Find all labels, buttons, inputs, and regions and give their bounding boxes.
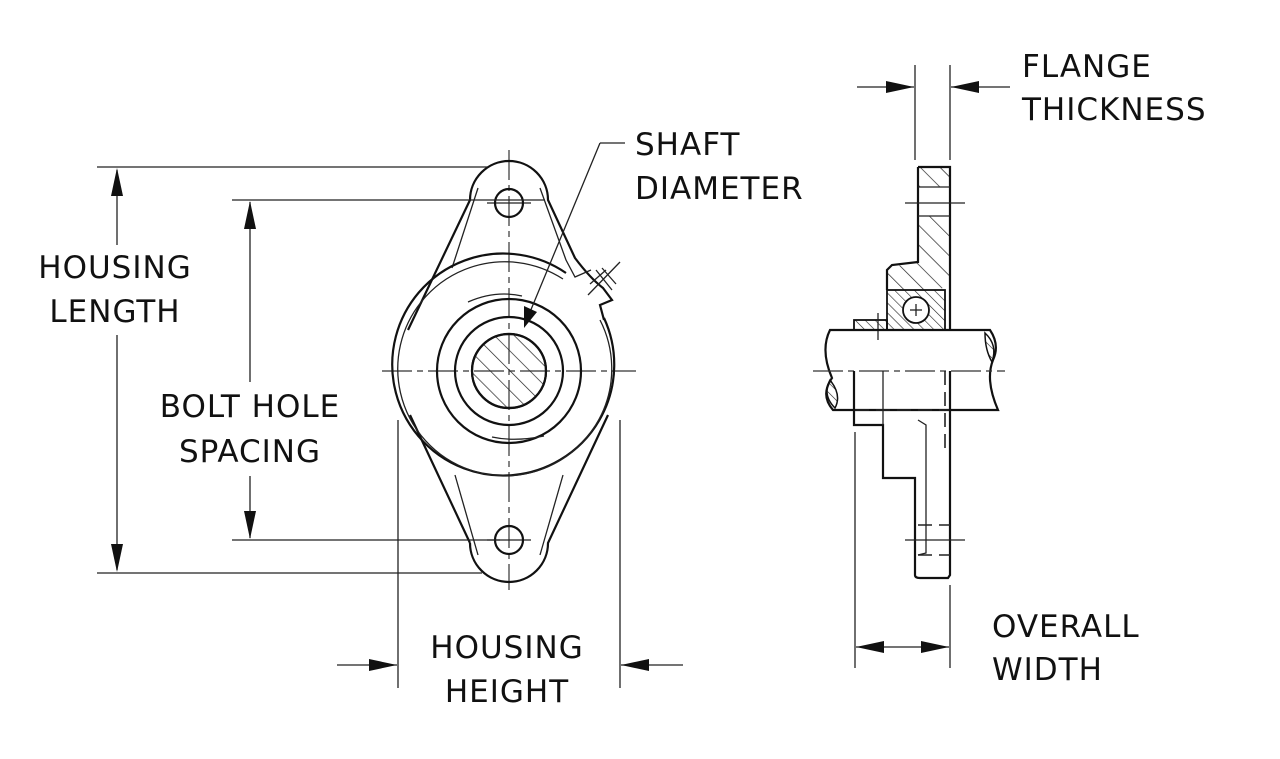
shaft-diameter-label-line1: SHAFT <box>635 127 740 163</box>
set-screw-icon <box>587 261 621 296</box>
housing-length-label-line2: LENGTH <box>49 294 180 330</box>
overall-width-label-line1: OVERALL <box>992 609 1140 645</box>
shaft-diameter-label-line2: DIAMETER <box>635 171 804 207</box>
housing-height-label-line1: HOUSING <box>430 630 583 666</box>
flange-thickness-label-line2: THICKNESS <box>1021 92 1207 128</box>
overall-width-label-line2: WIDTH <box>992 652 1103 688</box>
flange-thickness-label-line1: FLANGE <box>1022 49 1152 85</box>
bolt-hole-spacing-label-line2: SPACING <box>179 434 321 470</box>
flange-thickness-dimension: FLANGE THICKNESS <box>857 49 1207 160</box>
lettering-marks <box>467 293 545 440</box>
shaft-diameter-leader: SHAFT DIAMETER <box>524 127 804 328</box>
bolt-hole-top <box>493 187 525 219</box>
front-view <box>382 150 636 590</box>
housing-height-label-line2: HEIGHT <box>445 674 569 710</box>
bolt-hole-spacing-dimension: BOLT HOLE SPACING <box>160 199 545 541</box>
housing-height-dimension: HOUSING HEIGHT <box>337 420 683 710</box>
side-view <box>813 165 1005 580</box>
housing-circles <box>391 252 616 477</box>
housing-length-dimension: HOUSING LENGTH <box>38 166 487 574</box>
overall-width-dimension: OVERALL WIDTH <box>854 432 1140 688</box>
housing-length-label-line1: HOUSING <box>38 250 191 286</box>
bolt-hole-spacing-label-line1: BOLT HOLE <box>160 389 340 425</box>
